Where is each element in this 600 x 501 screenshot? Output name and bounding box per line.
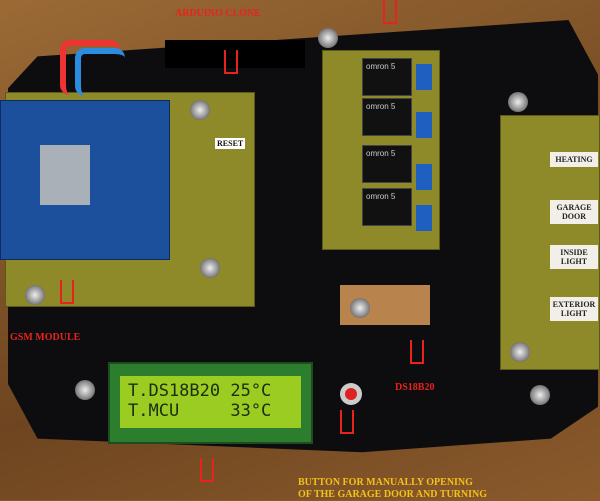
relay-3: omron 5	[362, 145, 412, 183]
reset-label: RESET	[215, 138, 246, 149]
annotation-arduino-clone: ARDUINO CLONE	[175, 8, 261, 19]
redacted-area	[165, 40, 305, 68]
arrow-up-icon	[410, 340, 424, 364]
arrow-down-icon	[383, 0, 397, 24]
screw	[190, 100, 210, 120]
screw	[318, 28, 338, 48]
screw	[75, 380, 95, 400]
annotation-ds18b20: DS18B20	[395, 382, 435, 393]
label-inside-light: INSIDE LIGHT	[550, 245, 598, 269]
terminal-block	[416, 164, 432, 190]
arrow-down-icon	[224, 50, 238, 74]
screw	[25, 285, 45, 305]
screw	[200, 258, 220, 278]
relay-1: omron 5	[362, 58, 412, 96]
screw	[510, 342, 530, 362]
lcd-line-2: T.MCU 33°C	[128, 401, 272, 421]
terminal-block	[416, 64, 432, 90]
ribbon-wire	[60, 40, 120, 95]
label-heating: HEATING	[550, 152, 598, 167]
arrow-up-icon	[200, 458, 214, 482]
arrow-up-icon	[340, 410, 354, 434]
sim900-module	[40, 145, 90, 205]
lcd-line-1: T.DS18B20 25°C	[128, 381, 272, 401]
screw	[530, 385, 550, 405]
label-garage-door: GARAGE DOOR	[550, 200, 598, 224]
ribbon-wire	[75, 48, 125, 96]
relay-2: omron 5	[362, 98, 412, 136]
terminal-block	[416, 112, 432, 138]
garage-door-button	[340, 383, 362, 405]
terminal-block	[416, 205, 432, 231]
label-exterior-light: EXTERIOR LIGHT	[550, 297, 598, 321]
arrow-up-icon	[60, 280, 74, 304]
relay-4: omron 5	[362, 188, 412, 226]
screw	[508, 92, 528, 112]
screw	[350, 298, 370, 318]
annotation-gsm-module: GSM MODULE	[10, 332, 81, 343]
